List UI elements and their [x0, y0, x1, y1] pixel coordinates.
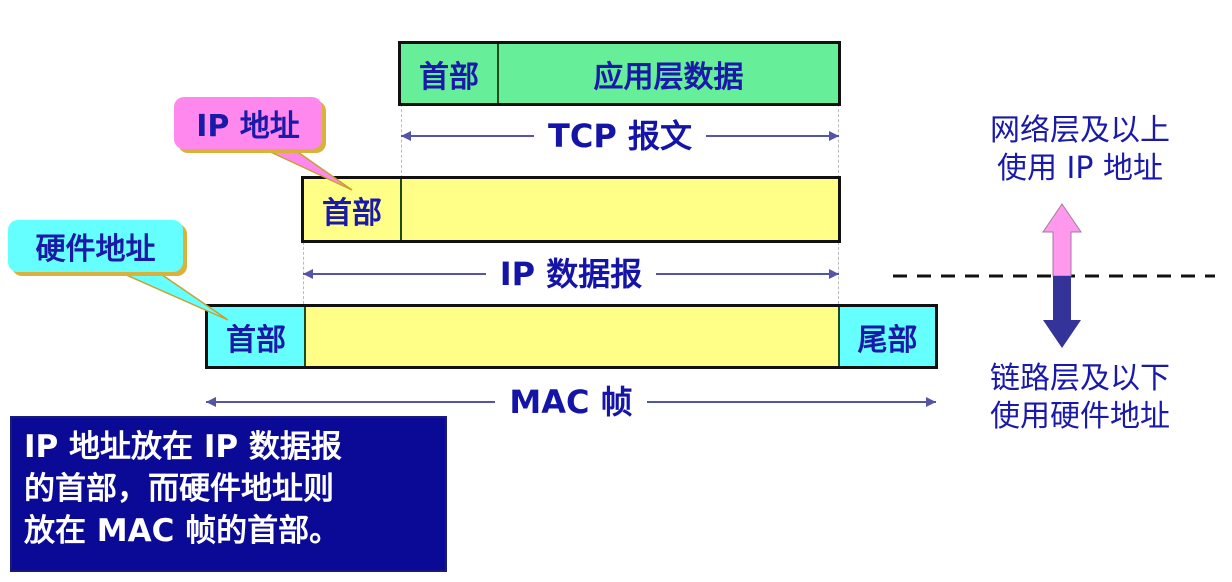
- hardware-address-callout-label: 硬件地址: [35, 232, 156, 267]
- mac-frame: 首部 尾部: [205, 304, 938, 369]
- tcp-application-data: 应用层数据: [497, 44, 838, 103]
- mac-dimension: MAC 帧: [206, 382, 937, 422]
- tcp-dimension: TCP 报文: [401, 116, 840, 156]
- ip-address-callout-label: IP 地址: [196, 109, 300, 144]
- mac-trailer: 尾部: [838, 307, 935, 366]
- dimension-arrow-right: [646, 397, 937, 407]
- mac-dimension-label: MAC 帧: [495, 382, 647, 422]
- note-line1: IP 地址放在 IP 数据报: [24, 429, 342, 465]
- ip-datagram: 首部: [301, 176, 841, 243]
- hardware-address-callout-tail: [114, 269, 229, 321]
- dimension-arrow-left: [303, 269, 486, 279]
- guide-line: [838, 104, 839, 178]
- ip-dimension: IP 数据报: [303, 254, 840, 294]
- lower-layer-line1: 链路层及以下: [990, 361, 1170, 396]
- dimension-arrow-right: [705, 131, 840, 141]
- tcp-header: 首部: [401, 44, 497, 103]
- lower-layer-text: 链路层及以下 使用硬件地址: [950, 360, 1210, 436]
- ip-dimension-label: IP 数据报: [485, 254, 657, 294]
- ip-address-callout: IP 地址: [174, 97, 322, 149]
- dimension-arrow-left: [206, 397, 496, 407]
- ip-address-callout-tail: [261, 147, 353, 191]
- upper-layer-text: 网络层及以上 使用 IP 地址: [950, 112, 1210, 188]
- hardware-address-callout: 硬件地址: [8, 220, 183, 272]
- up-arrow-icon: [1042, 203, 1082, 277]
- note-line3: 放在 MAC 帧的首部。: [24, 513, 341, 549]
- tcp-segment: 首部 应用层数据: [398, 41, 841, 106]
- tcp-dimension-label: TCP 报文: [534, 116, 706, 156]
- upper-layer-line2: 使用 IP 地址: [996, 151, 1163, 186]
- mac-header: 首部: [208, 307, 304, 366]
- lower-layer-line2: 使用硬件地址: [990, 399, 1170, 434]
- upper-layer-line1: 网络层及以上: [990, 113, 1170, 148]
- mac-payload: [304, 307, 838, 366]
- dimension-arrow-right: [656, 269, 840, 279]
- note-line2: 的首部，而硬件地址则: [24, 471, 334, 507]
- summary-note: IP 地址放在 IP 数据报 的首部，而硬件地址则 放在 MAC 帧的首部。: [10, 416, 447, 572]
- ip-payload: [400, 179, 838, 240]
- dimension-arrow-left: [401, 131, 535, 141]
- down-arrow-icon: [1043, 276, 1081, 348]
- guide-line: [401, 104, 402, 178]
